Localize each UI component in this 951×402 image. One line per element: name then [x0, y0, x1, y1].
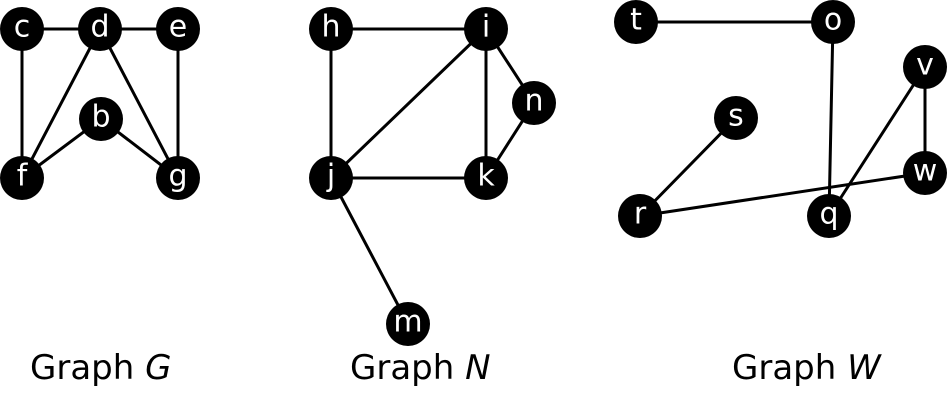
vertex-n-label: n [524, 84, 543, 119]
nodes-layer: c d e b f g h i n j k m t o v s w r q [0, 0, 947, 346]
vertex-f: f [0, 156, 44, 200]
vertex-c-label: c [14, 10, 31, 45]
vertex-w-label: w [913, 154, 938, 189]
vertex-j-circle [309, 156, 353, 200]
vertex-i: i [464, 7, 508, 51]
vertex-s-label: s [728, 99, 744, 134]
vertex-e: e [156, 7, 200, 51]
vertex-n: n [512, 81, 556, 125]
vertex-h-circle [309, 7, 353, 51]
vertex-s-circle [714, 96, 758, 140]
vertex-k: k [464, 156, 508, 200]
vertex-r: r [618, 194, 662, 238]
edge-n-i-j [329, 27, 488, 180]
vertex-j-label: j [326, 159, 335, 194]
edge-w-s-r [638, 116, 738, 218]
caption-graph-w-prefix: Graph [732, 348, 837, 388]
edge-g-d-f [20, 27, 102, 180]
caption-graph-g-var: G [145, 348, 172, 388]
vertex-q-circle [807, 194, 851, 238]
vertex-m-label: m [393, 305, 422, 340]
vertex-n-circle [512, 81, 556, 125]
vertex-b-label: b [91, 100, 110, 135]
caption-graph-n-prefix: Graph [350, 348, 455, 388]
vertex-h-label: h [321, 10, 340, 45]
vertex-w-circle [903, 151, 947, 195]
caption-graph-g-prefix: Graph [30, 348, 135, 388]
edge-w-q-v [827, 65, 927, 218]
caption-graph-w: Graph W [732, 348, 881, 388]
edge-n-j-m [329, 176, 410, 326]
vertex-k-circle [464, 156, 508, 200]
vertex-o-circle [811, 0, 855, 44]
vertex-c-circle [0, 7, 44, 51]
vertex-o: o [811, 0, 855, 44]
vertex-s: s [714, 96, 758, 140]
vertex-e-label: e [169, 10, 187, 45]
caption-graph-w-var: W [847, 348, 881, 388]
vertex-h: h [309, 7, 353, 51]
vertex-i-label: i [482, 10, 490, 45]
edge-w-r-w [638, 171, 927, 218]
vertex-q: q [807, 194, 851, 238]
caption-graph-n: Graph N [350, 348, 491, 388]
vertex-t-label: t [630, 3, 642, 38]
vertex-t-circle [614, 0, 658, 44]
vertex-r-circle [618, 194, 662, 238]
vertex-g-circle [156, 156, 200, 200]
edge-w-o-q [827, 20, 835, 218]
vertex-g-label: g [168, 159, 187, 194]
vertex-m-circle [386, 302, 430, 346]
caption-graph-n-var: N [465, 348, 491, 388]
edge-g-d-g [98, 27, 180, 180]
vertex-r-label: r [634, 197, 647, 232]
vertex-v-circle [903, 45, 947, 89]
vertex-c: c [0, 7, 44, 51]
vertex-j: j [309, 156, 353, 200]
vertex-v-label: v [916, 48, 934, 83]
vertex-q-label: q [819, 197, 838, 232]
vertex-d: d [78, 7, 122, 51]
vertex-f-label: f [17, 159, 29, 194]
vertex-d-label: d [90, 10, 109, 45]
vertex-o-label: o [824, 3, 842, 38]
vertex-b-circle [79, 97, 123, 141]
vertex-w: w [903, 151, 947, 195]
caption-graph-g: Graph G [30, 348, 171, 388]
vertex-f-circle [0, 156, 44, 200]
vertex-t: t [614, 0, 658, 44]
vertex-m: m [386, 302, 430, 346]
vertex-k-label: k [477, 159, 495, 194]
vertex-v: v [903, 45, 947, 89]
vertex-i-circle [464, 7, 508, 51]
vertex-d-circle [78, 7, 122, 51]
vertex-e-circle [156, 7, 200, 51]
vertex-b: b [79, 97, 123, 141]
vertex-g: g [156, 156, 200, 200]
